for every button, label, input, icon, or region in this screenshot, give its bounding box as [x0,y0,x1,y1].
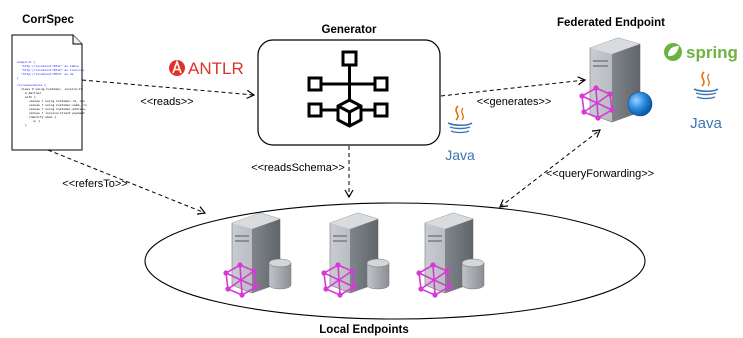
edge-generates [440,76,587,97]
svg-text:values ? invoice:Client paymen: values ? invoice:Client payment [29,111,85,115]
svg-text:}: } [25,123,27,127]
local-endpoints-ellipse [144,202,646,320]
svg-text:"http://localhost:8011" as tab: "http://localhost:8011" as table [21,64,79,68]
svg-text:values ? using Customer.addres: values ? using Customer.address, [29,107,87,111]
label-reads-schema: <<readsSchema>> [251,162,345,174]
label-query-forwarding: <<queryForwarding>> [546,168,654,180]
java-logo-middle: Java [445,105,475,163]
svg-text:endpoint {: endpoint { [17,60,35,64]
graph-icon [579,85,615,121]
svg-text:"http://localhost:8012" as inv: "http://localhost:8012" as invoices [21,68,84,72]
edge-refers-to [47,149,207,215]
svg-text:}: } [17,76,19,80]
federated-title: Federated Endpoint [557,17,665,29]
java-icon [447,105,473,134]
svg-text:class X using Customer, invoic: class X using Customer, invoice:Cl [21,87,83,91]
spring-logo: spring [664,43,738,62]
svg-text:with {: with { [25,95,36,99]
label-generates: <<generates>> [477,96,552,108]
label-refers-to: <<refersTo>> [62,178,127,190]
label-reads: <<reads>> [140,96,193,108]
svg-text:"http://localhost:8013" as de: "http://localhost:8013" as de [21,72,74,76]
corrspec-title: CorrSpec [22,14,74,26]
federated-endpoint-node: Federated Endpoint [557,17,665,123]
antlr-logo: ANTLR [169,59,244,78]
svg-text:values ? using Customer.id, in: values ? using Customer.id, inv [29,99,85,103]
network-tree-icon [307,50,389,128]
java-icon [693,71,719,100]
java-logo-right: Java [690,71,722,132]
java-text-right: Java [690,115,722,132]
spring-text: spring [686,43,738,62]
edge-query-forwarding [499,129,601,208]
corrspec-node: CorrSpec endpoint { "http://localhost:80… [11,14,87,151]
svg-text:values ? using Customer.name,: values ? using Customer.name, in [29,103,87,107]
generator-title: Generator [322,24,377,36]
svg-text:correspondence {: correspondence { [17,83,46,87]
edge-reads [81,79,256,99]
globe-icon [627,91,653,117]
generator-node: Generator [307,24,389,128]
svg-text:identify when {: identify when { [29,115,56,119]
antlr-text: ANTLR [188,59,244,78]
java-text-middle: Java [445,147,475,163]
svg-text:a Partner: a Partner [25,91,41,95]
svg-text:a; }: a; } [33,119,40,123]
local-endpoints-title: Local Endpoints [319,324,408,336]
document-icon: endpoint { "http://localhost:8011" as ta… [11,34,87,151]
